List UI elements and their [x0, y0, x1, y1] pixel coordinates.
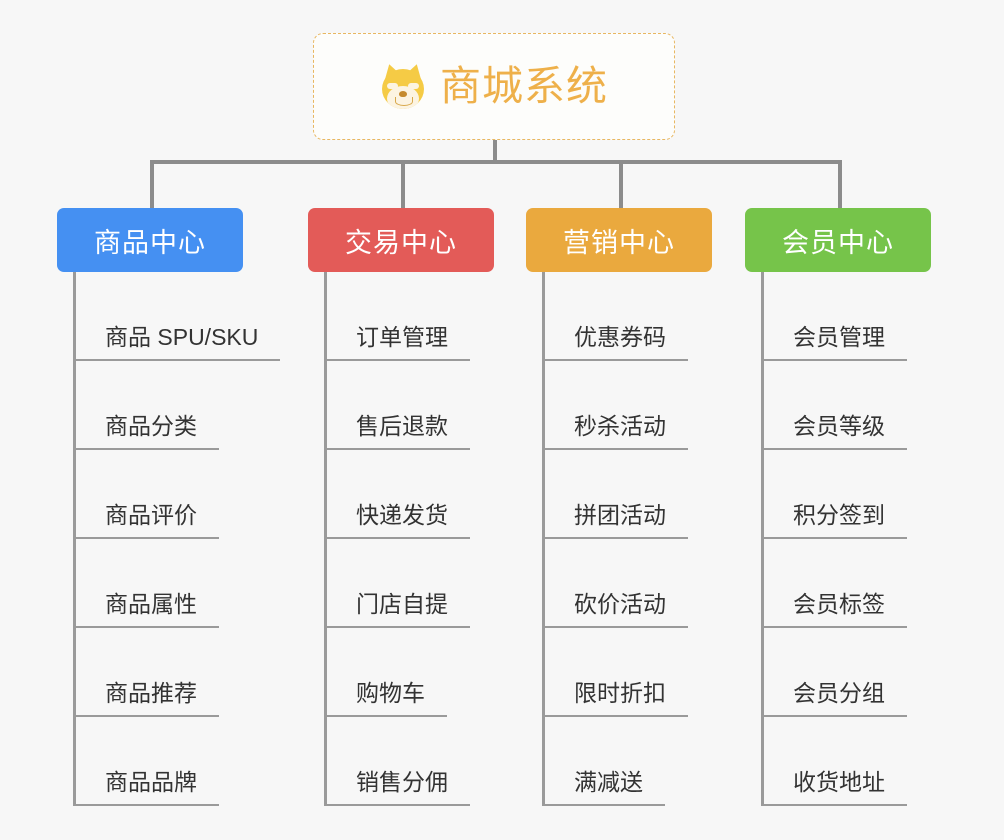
connector-drop-trade-center [401, 160, 405, 208]
branch-member-center: 会员管理 会员等级 积分签到 会员标签 会员分组 收货地址 [745, 272, 931, 806]
branch-trunk [73, 272, 76, 806]
list-item[interactable]: 商品属性 [75, 539, 243, 628]
category-header-trade-center[interactable]: 交易中心 [308, 208, 494, 272]
leaf-label: 订单管理 [326, 323, 470, 361]
leaf-label: 会员管理 [763, 323, 907, 361]
list-item[interactable]: 销售分佣 [326, 717, 494, 806]
leaf-label: 会员标签 [763, 590, 907, 628]
list-item[interactable]: 限时折扣 [544, 628, 712, 717]
column-product-center: 商品中心 商品 SPU/SKU 商品分类 商品评价 商品属性 商品推荐 商品品牌 [57, 208, 281, 806]
list-item[interactable]: 满减送 [544, 717, 712, 806]
list-item[interactable]: 快递发货 [326, 450, 494, 539]
list-item[interactable]: 会员等级 [763, 361, 931, 450]
connector-horizontal-bar [150, 160, 840, 164]
connector-drop-member-center [838, 160, 842, 208]
dog-face-icon [380, 61, 426, 110]
leaf-label: 会员等级 [763, 412, 907, 450]
list-item[interactable]: 会员管理 [763, 272, 931, 361]
column-trade-center: 交易中心 订单管理 售后退款 快递发货 门店自提 购物车 销售分佣 [308, 208, 494, 806]
leaf-label: 商品分类 [75, 412, 219, 450]
leaf-label: 商品 SPU/SKU [75, 323, 281, 361]
list-item[interactable]: 商品推荐 [75, 628, 243, 717]
leaf-label: 优惠券码 [544, 323, 688, 361]
list-item[interactable]: 砍价活动 [544, 539, 712, 628]
list-item[interactable]: 商品 SPU/SKU [75, 272, 281, 361]
branch-trade-center: 订单管理 售后退款 快递发货 门店自提 购物车 销售分佣 [308, 272, 494, 806]
root-node[interactable]: 商城系统 [313, 33, 675, 140]
leaf-label: 商品推荐 [75, 679, 219, 717]
category-header-marketing-center[interactable]: 营销中心 [526, 208, 712, 272]
leaf-label: 限时折扣 [544, 679, 688, 717]
list-item[interactable]: 拼团活动 [544, 450, 712, 539]
list-item[interactable]: 订单管理 [326, 272, 494, 361]
list-item[interactable]: 购物车 [326, 628, 494, 717]
leaf-label: 积分签到 [763, 501, 907, 539]
leaf-label: 门店自提 [326, 590, 470, 628]
category-header-product-center[interactable]: 商品中心 [57, 208, 243, 272]
column-marketing-center: 营销中心 优惠券码 秒杀活动 拼团活动 砍价活动 限时折扣 满减送 [526, 208, 712, 806]
leaf-label: 销售分佣 [326, 768, 470, 806]
list-item[interactable]: 收货地址 [763, 717, 931, 806]
list-item[interactable]: 优惠券码 [544, 272, 712, 361]
leaf-label: 购物车 [326, 679, 447, 717]
connector-stem [493, 140, 497, 164]
list-item[interactable]: 会员标签 [763, 539, 931, 628]
list-item[interactable]: 商品评价 [75, 450, 243, 539]
leaf-label: 商品品牌 [75, 768, 219, 806]
leaf-label: 商品评价 [75, 501, 219, 539]
leaf-list-trade-center: 订单管理 售后退款 快递发货 门店自提 购物车 销售分佣 [326, 272, 494, 806]
list-item[interactable]: 售后退款 [326, 361, 494, 450]
category-header-member-center[interactable]: 会员中心 [745, 208, 931, 272]
list-item[interactable]: 秒杀活动 [544, 361, 712, 450]
leaf-label: 拼团活动 [544, 501, 688, 539]
leaf-label: 商品属性 [75, 590, 219, 628]
branch-trunk [324, 272, 327, 806]
leaf-list-product-center: 商品 SPU/SKU 商品分类 商品评价 商品属性 商品推荐 商品品牌 [75, 272, 281, 806]
root-title: 商城系统 [440, 63, 608, 109]
leaf-label: 秒杀活动 [544, 412, 688, 450]
branch-trunk [761, 272, 764, 806]
leaf-list-marketing-center: 优惠券码 秒杀活动 拼团活动 砍价活动 限时折扣 满减送 [544, 272, 712, 806]
leaf-label: 砍价活动 [544, 590, 688, 628]
list-item[interactable]: 商品品牌 [75, 717, 243, 806]
leaf-label: 会员分组 [763, 679, 907, 717]
connector-drop-product-center [150, 160, 154, 208]
leaf-label: 售后退款 [326, 412, 470, 450]
branch-product-center: 商品 SPU/SKU 商品分类 商品评价 商品属性 商品推荐 商品品牌 [57, 272, 281, 806]
leaf-label: 快递发货 [326, 501, 470, 539]
list-item[interactable]: 积分签到 [763, 450, 931, 539]
branch-trunk [542, 272, 545, 806]
connector-drop-marketing-center [619, 160, 623, 208]
column-member-center: 会员中心 会员管理 会员等级 积分签到 会员标签 会员分组 收货地址 [745, 208, 931, 806]
list-item[interactable]: 会员分组 [763, 628, 931, 717]
leaf-label: 收货地址 [763, 768, 907, 806]
leaf-list-member-center: 会员管理 会员等级 积分签到 会员标签 会员分组 收货地址 [763, 272, 931, 806]
leaf-label: 满减送 [544, 768, 665, 806]
list-item[interactable]: 门店自提 [326, 539, 494, 628]
list-item[interactable]: 商品分类 [75, 361, 243, 450]
branch-marketing-center: 优惠券码 秒杀活动 拼团活动 砍价活动 限时折扣 满减送 [526, 272, 712, 806]
